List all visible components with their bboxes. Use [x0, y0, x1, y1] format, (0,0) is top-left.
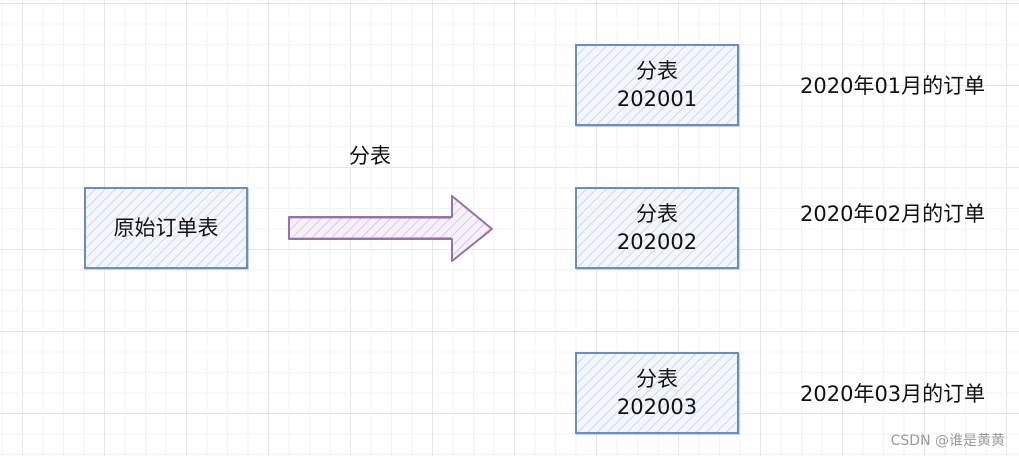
partition-table-suffix: 202003 [616, 395, 698, 419]
csdn-watermark: CSDN @谁是黄黄 [890, 433, 1005, 449]
partition-table-box[interactable]: 分表 202002 [575, 187, 739, 269]
partition-note: 2020年02月的订单 [800, 202, 986, 226]
partition-note: 2020年01月的订单 [800, 74, 986, 98]
source-table-label: 原始订单表 [113, 216, 219, 240]
partition-note: 2020年03月的订单 [800, 382, 986, 406]
partition-table-box[interactable]: 分表 202001 [575, 44, 739, 126]
source-table-box[interactable]: 原始订单表 [84, 187, 248, 269]
split-arrow-sketch-stroke [289, 217, 452, 239]
partition-table-title: 分表 [636, 202, 678, 226]
split-arrow-shape [288, 195, 493, 262]
arrow-label: 分表 [349, 144, 391, 168]
partition-table-box[interactable]: 分表 202003 [575, 352, 739, 434]
split-arrow[interactable] [280, 190, 500, 270]
partition-table-suffix: 202001 [616, 87, 698, 111]
partition-table-suffix: 202002 [616, 230, 698, 254]
partition-table-title: 分表 [636, 59, 678, 83]
partition-table-title: 分表 [636, 367, 678, 391]
